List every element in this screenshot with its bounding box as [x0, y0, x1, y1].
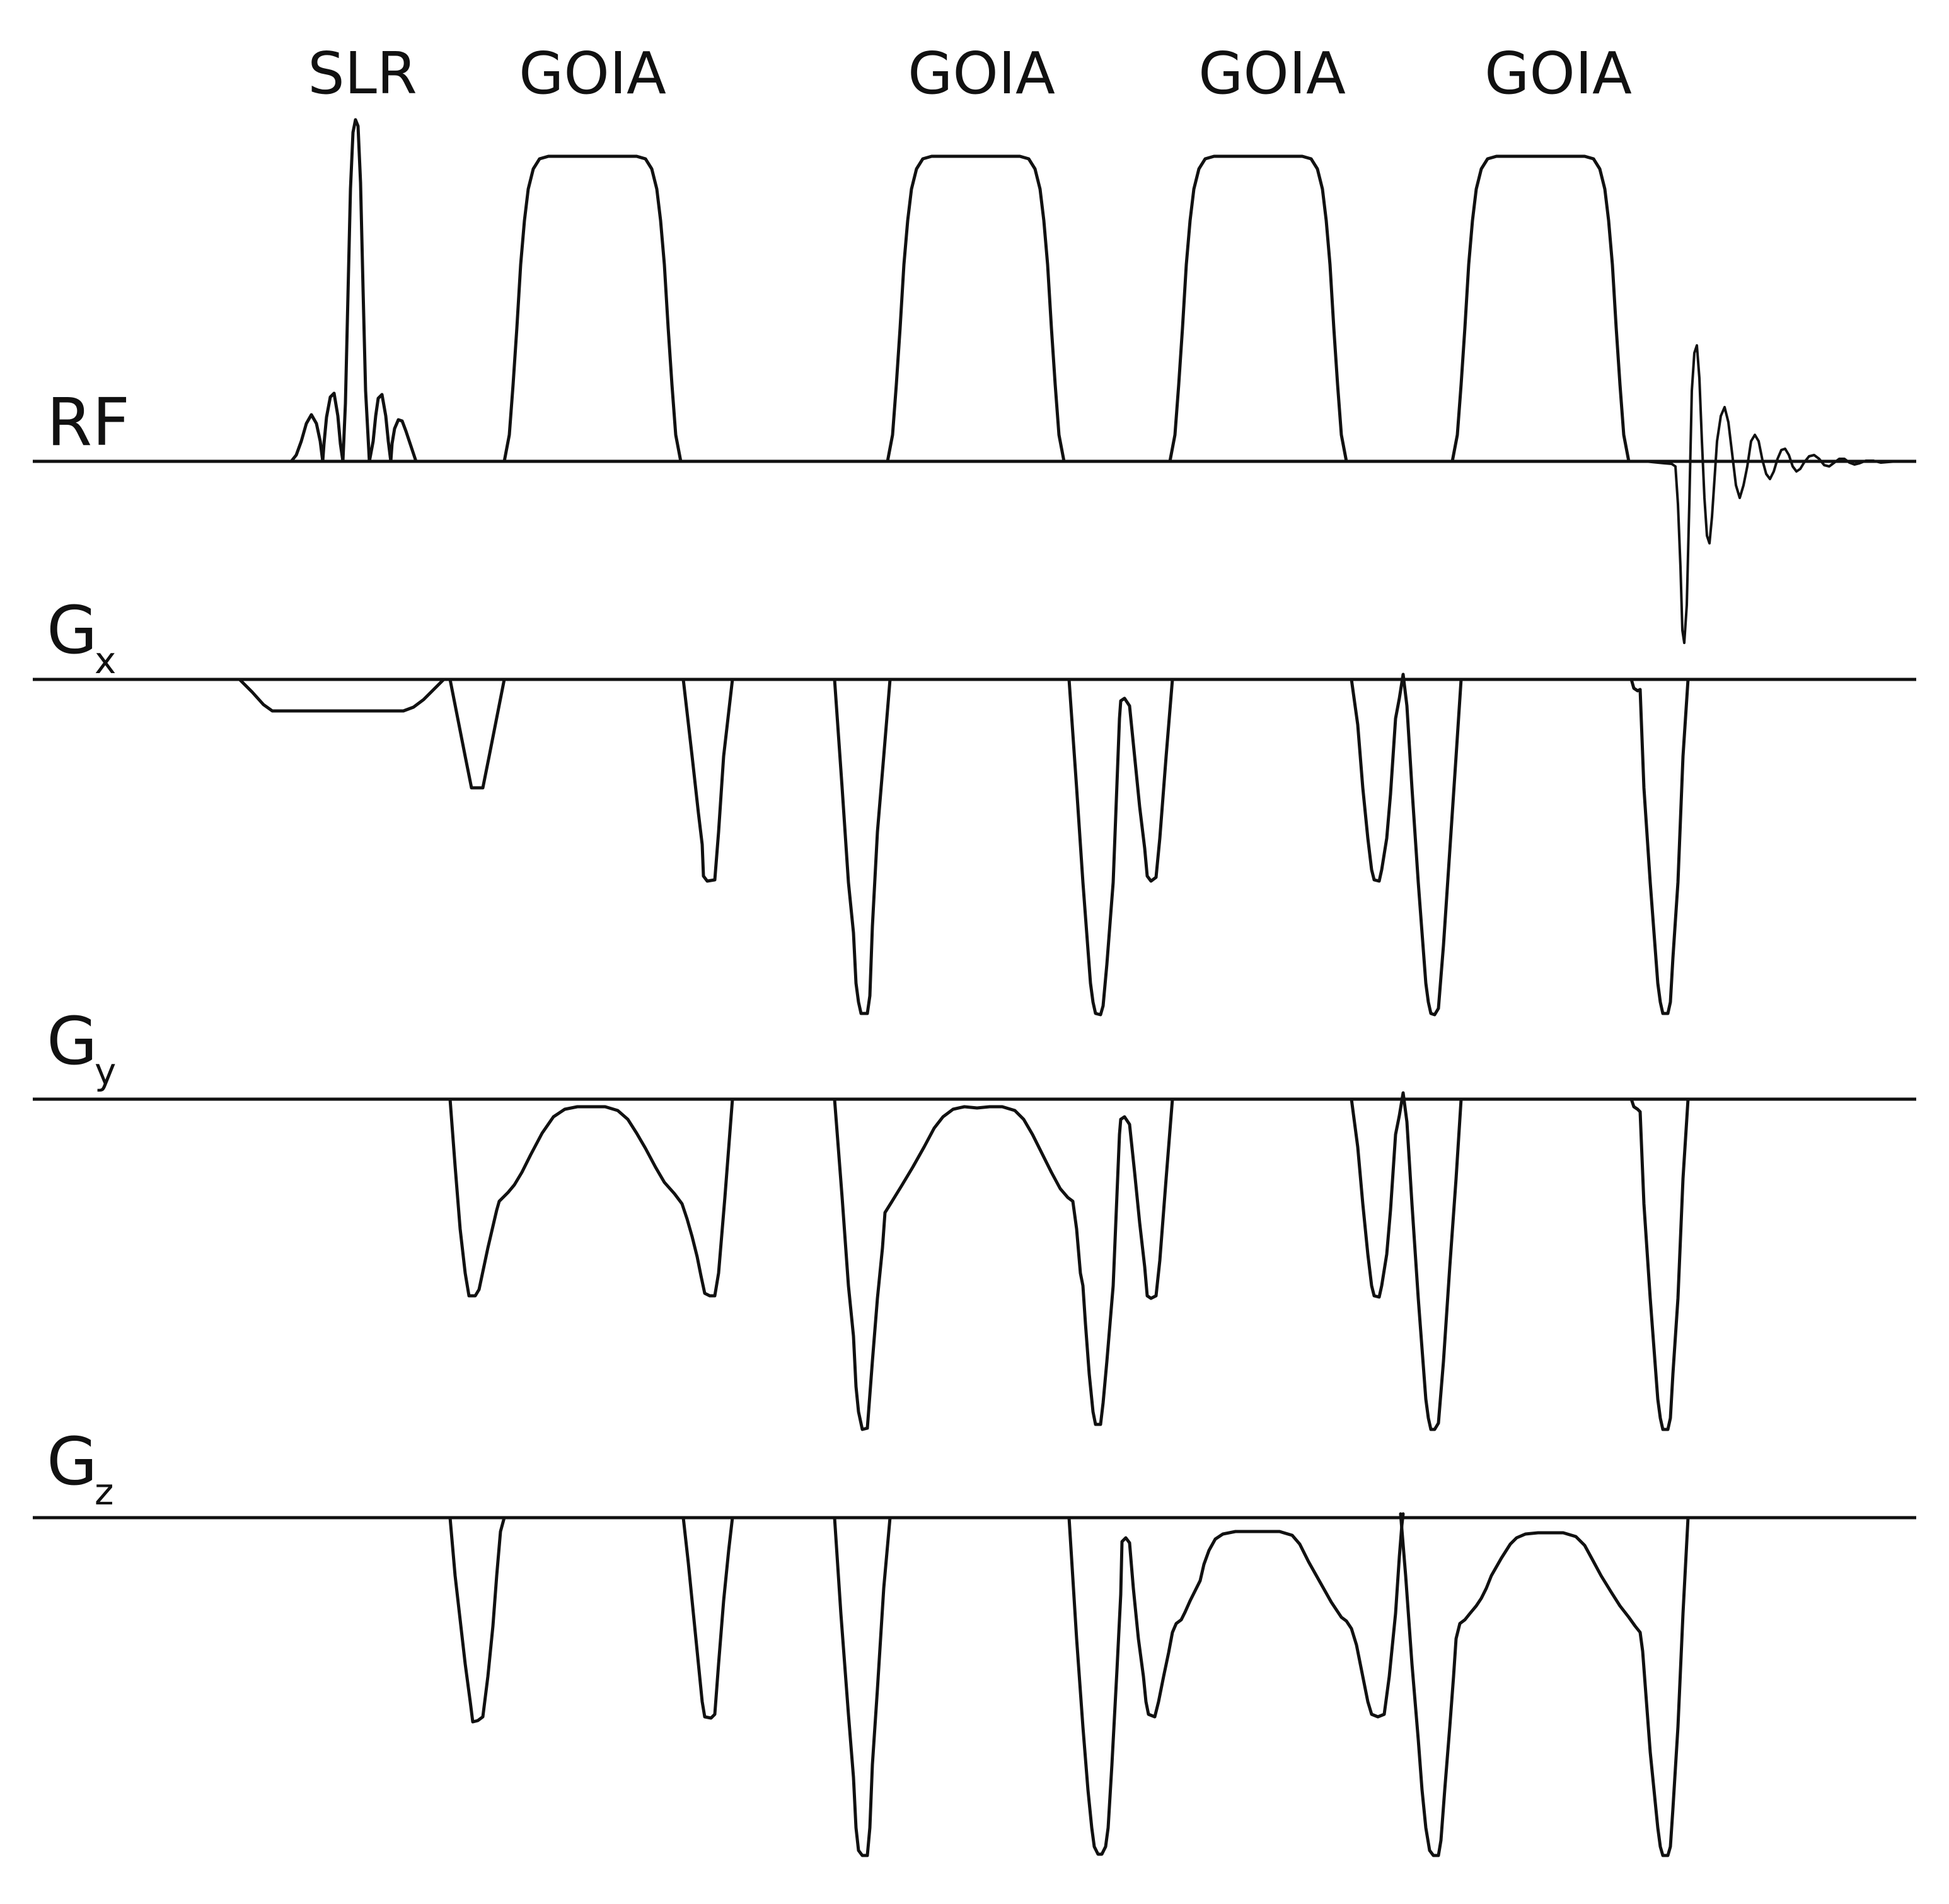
gx-crusher-4 — [1067, 678, 1174, 1017]
row-label-gy: G y — [47, 1003, 116, 1093]
gx-crusher-2 — [681, 678, 734, 883]
gx-slice-select-lobe — [225, 678, 446, 713]
rf-goia-pulse-1 — [502, 154, 683, 463]
gy-crusher-2 — [833, 1097, 1174, 1431]
pulse-label-goia-4: GOIA — [1484, 40, 1632, 107]
gz-crusher-2 — [681, 1516, 734, 1720]
row-label-gz-subscript: z — [95, 1470, 113, 1513]
pulse-label-goia-3: GOIA — [1198, 40, 1346, 107]
pulse-label-slr: SLR — [308, 40, 417, 107]
gy-crusher-3 — [1350, 1091, 1463, 1431]
gy-crusher-4 — [1629, 1097, 1690, 1431]
pulse-label-goia-1: GOIA — [519, 40, 666, 107]
gz-crusher-5 — [1399, 1512, 1690, 1857]
row-label-rf: RF — [47, 384, 130, 461]
gz-crusher-4 — [1067, 1512, 1405, 1856]
gy-crusher-1 — [448, 1097, 734, 1298]
gz-crusher-1 — [448, 1516, 506, 1724]
row-label-gz-main: G — [47, 1423, 98, 1500]
row-label-gx-main: G — [47, 592, 98, 669]
rf-acquired-signal — [1644, 344, 1899, 644]
gx-crusher-6 — [1629, 678, 1690, 1015]
row-label-gy-main: G — [47, 1003, 98, 1080]
gz-crusher-3 — [833, 1516, 892, 1857]
pulse-label-goia-2: GOIA — [908, 40, 1055, 107]
rf-goia-pulse-3 — [1168, 154, 1348, 463]
row-label-gz: G z — [47, 1423, 113, 1513]
gx-crusher-5 — [1350, 672, 1463, 1017]
row-label-gy-subscript: y — [95, 1050, 116, 1093]
row-label-gx-subscript: x — [95, 639, 116, 682]
gx-crusher-1 — [448, 678, 506, 790]
rf-goia-pulse-2 — [886, 154, 1066, 463]
gx-crusher-3 — [833, 678, 892, 1015]
rf-slr-pulse — [289, 118, 418, 463]
rf-goia-pulse-4 — [1450, 154, 1631, 463]
row-label-gx: G x — [47, 592, 116, 682]
